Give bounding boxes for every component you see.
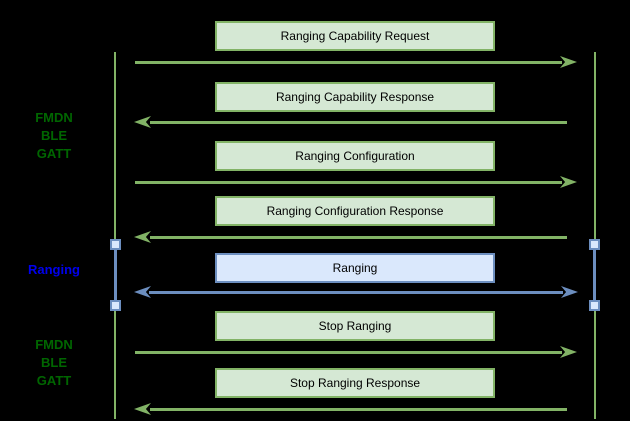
message-label: Ranging Capability Response bbox=[275, 90, 435, 104]
arrow-head-right-icon bbox=[561, 286, 578, 298]
arrow-line bbox=[149, 291, 563, 294]
phase-label-fmdn-ble-gatt-bottom: FMDN BLE GATT bbox=[6, 336, 102, 390]
left-lifeline bbox=[114, 52, 116, 419]
arrow-head-right-icon bbox=[560, 56, 577, 68]
ranging-end-endpoint-left bbox=[110, 300, 121, 311]
phase-label-line: FMDN bbox=[35, 337, 73, 352]
message-box: Ranging Capability Request bbox=[215, 21, 495, 51]
arrow-head-left-icon bbox=[134, 231, 151, 243]
message-label: Stop Ranging Response bbox=[289, 376, 421, 390]
phase-label-fmdn-ble-gatt-top: FMDN BLE GATT bbox=[6, 109, 102, 163]
arrow-head-right-icon bbox=[560, 176, 577, 188]
phase-label-line: BLE bbox=[41, 128, 67, 143]
arrow-line bbox=[135, 61, 562, 64]
message-box: Ranging Configuration Response bbox=[215, 196, 495, 226]
right-ranging-activation bbox=[593, 244, 596, 306]
arrow-line bbox=[135, 181, 562, 184]
phase-label-line: Ranging bbox=[28, 262, 80, 277]
phase-label-ranging: Ranging bbox=[6, 261, 102, 279]
message-label: Ranging Configuration Response bbox=[266, 204, 444, 218]
arrow-line bbox=[135, 351, 562, 354]
message-label: Ranging bbox=[332, 261, 378, 275]
right-lifeline bbox=[594, 52, 596, 419]
message-box: Stop Ranging Response bbox=[215, 368, 495, 398]
arrow-head-right-icon bbox=[560, 346, 577, 358]
message-label: Stop Ranging bbox=[318, 319, 392, 333]
ranging-end-endpoint-right bbox=[589, 300, 600, 311]
arrow-head-left-icon bbox=[134, 403, 151, 415]
left-ranging-activation bbox=[114, 244, 117, 306]
phase-label-line: GATT bbox=[36, 146, 72, 161]
phase-label-line: GATT bbox=[36, 373, 72, 388]
arrow-head-left-icon bbox=[134, 116, 151, 128]
message-box: Stop Ranging bbox=[215, 311, 495, 341]
arrow-line bbox=[150, 408, 567, 411]
ranging-start-endpoint-left bbox=[110, 239, 121, 250]
ranging-start-endpoint-right bbox=[589, 239, 600, 250]
arrow-line bbox=[150, 236, 567, 239]
phase-label-line: BLE bbox=[41, 355, 67, 370]
message-box: Ranging bbox=[215, 253, 495, 283]
message-label: Ranging Configuration bbox=[295, 149, 415, 163]
message-box: Ranging Configuration bbox=[215, 141, 495, 171]
phase-label-line: FMDN bbox=[35, 110, 73, 125]
message-box: Ranging Capability Response bbox=[215, 82, 495, 112]
message-label: Ranging Capability Request bbox=[280, 29, 430, 43]
arrow-line bbox=[150, 121, 567, 124]
